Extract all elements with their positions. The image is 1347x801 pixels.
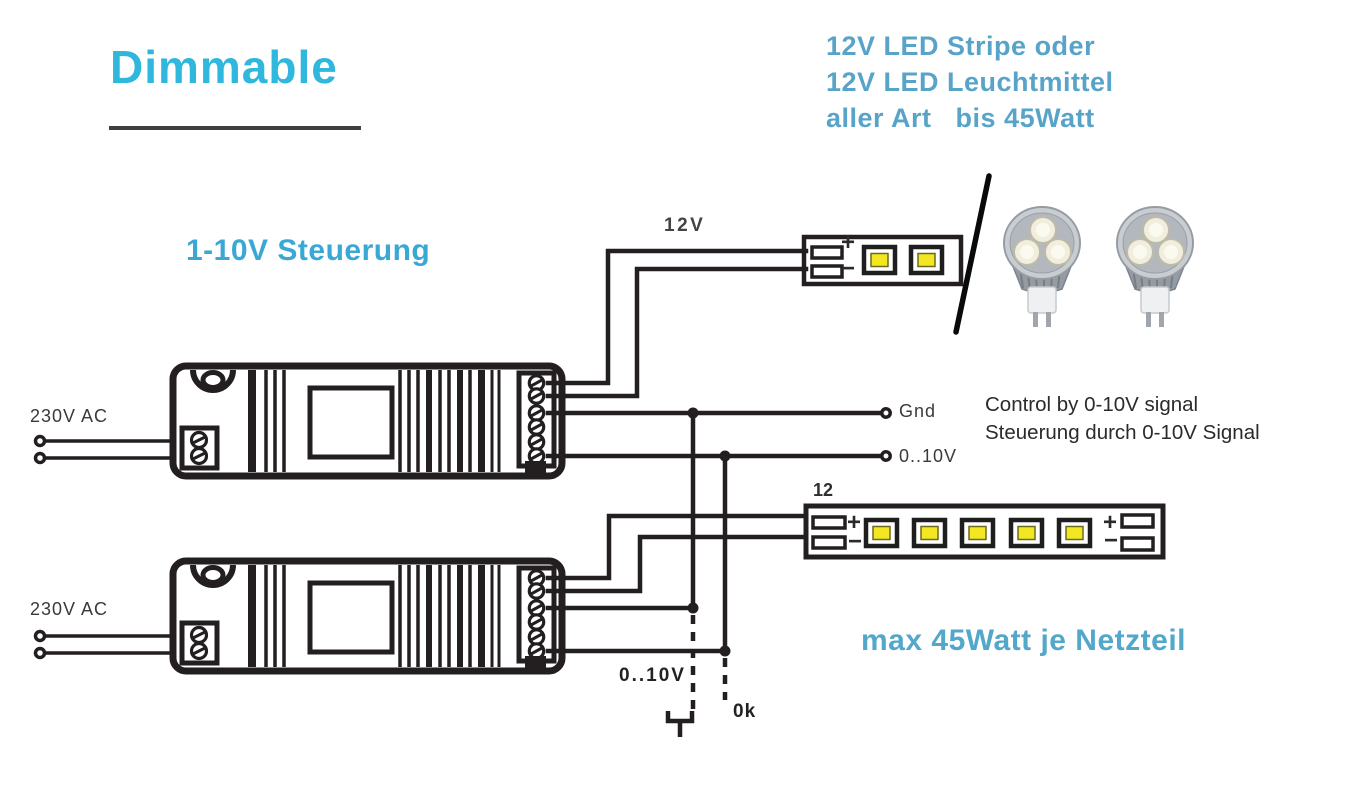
led-spotlight-left [1003, 206, 1081, 328]
headline-line-1: 12V LED Stripe oder [826, 31, 1096, 61]
wires-top-psu [545, 248, 892, 462]
power-supply-bottom [36, 561, 563, 671]
headline-block: 12V LED Stripe oder 12V LED Leuchtmittel… [826, 28, 1114, 136]
headline-line-3: aller Art bis 45Watt [826, 103, 1095, 133]
control-note-en: Control by 0-10V signal [985, 393, 1199, 416]
slash-divider [953, 173, 992, 335]
max-watt-label: max 45Watt je Netzteil [861, 624, 1186, 657]
mains-label-bottom: 230V AC [30, 599, 109, 619]
title-underline [109, 126, 361, 130]
minus-mark: − [1104, 527, 1118, 554]
voltage-label-mid-strip: 12 [813, 480, 834, 500]
wires-bottom-psu [545, 513, 809, 654]
minus-mark: − [848, 528, 862, 555]
led-strip-long: + − + − [803, 503, 1166, 560]
ground-symbol [665, 711, 695, 737]
ok-label: 0k [733, 701, 757, 722]
signal-bus [665, 407, 731, 737]
headline-line-2: 12V LED Leuchtmittel [826, 67, 1114, 97]
plus-mark: + [841, 229, 855, 256]
mains-label-top: 230V AC [30, 406, 109, 426]
plus-mark: + [847, 509, 861, 536]
steuerung-label: 1-10V Steuerung [186, 234, 431, 267]
control-note: Control by 0-10V signal Steuerung durch … [985, 391, 1260, 447]
signal-label-right: 0..10V [899, 446, 958, 466]
power-supply-top [36, 366, 563, 476]
gnd-label: Gnd [899, 401, 937, 421]
control-note-de: Steuerung durch 0-10V Signal [985, 421, 1260, 444]
minus-mark: − [841, 255, 855, 282]
signal-label-bottom: 0..10V [619, 665, 686, 686]
voltage-label-top-strip: 12V [664, 215, 706, 236]
signal-terminal [880, 450, 892, 462]
gnd-terminal [880, 407, 892, 419]
led-strip-short: + − [801, 229, 964, 287]
plus-mark: + [1103, 509, 1117, 536]
page-title: Dimmable [110, 41, 338, 93]
led-spotlight-right [1116, 206, 1194, 328]
